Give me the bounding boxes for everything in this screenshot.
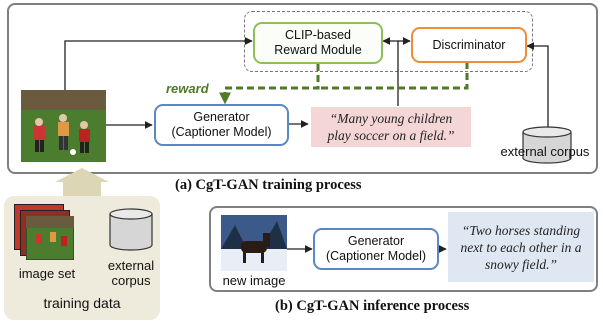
corpus-to-discriminator-arrow [526,42,549,127]
database-icon [109,208,153,251]
training-corpus-label: external corpus [107,258,155,288]
inference-generator-box: Generator (Captioner Model) [313,228,439,270]
training-data-title: training data [43,295,121,311]
soccer-image [21,90,106,162]
inference-process-frame [209,206,598,292]
image-set-front-image [26,216,74,260]
reward-label: reward [166,81,209,96]
clip-reward-module: CLIP-based Reward Module [253,22,383,64]
inference-process-caption: (b) CgT-GAN inference process [275,298,470,314]
horse-image [221,215,287,271]
training-process-caption: (a) CgT-GAN training process [175,177,362,193]
training-data-up-arrow [55,168,109,196]
new-image-label: new image [222,273,286,288]
external-corpus-label: external corpus [500,144,590,159]
training-process-frame [7,3,598,174]
reward-arrow-clip [219,64,320,105]
database-icon [522,126,572,164]
inference-caption-output: “Two horses standing next to each other … [448,212,594,282]
reward-arrow-discriminator [318,62,469,90]
training-caption-output: “Many young children play soccer on a fi… [311,107,471,147]
caption-to-modules-arrow [382,37,399,106]
image-to-clip-arrow [64,37,253,90]
discriminator-box: Discriminator [411,27,527,63]
generator-box: Generator (Captioner Model) [154,104,289,146]
image-set-label: image set [18,266,76,281]
